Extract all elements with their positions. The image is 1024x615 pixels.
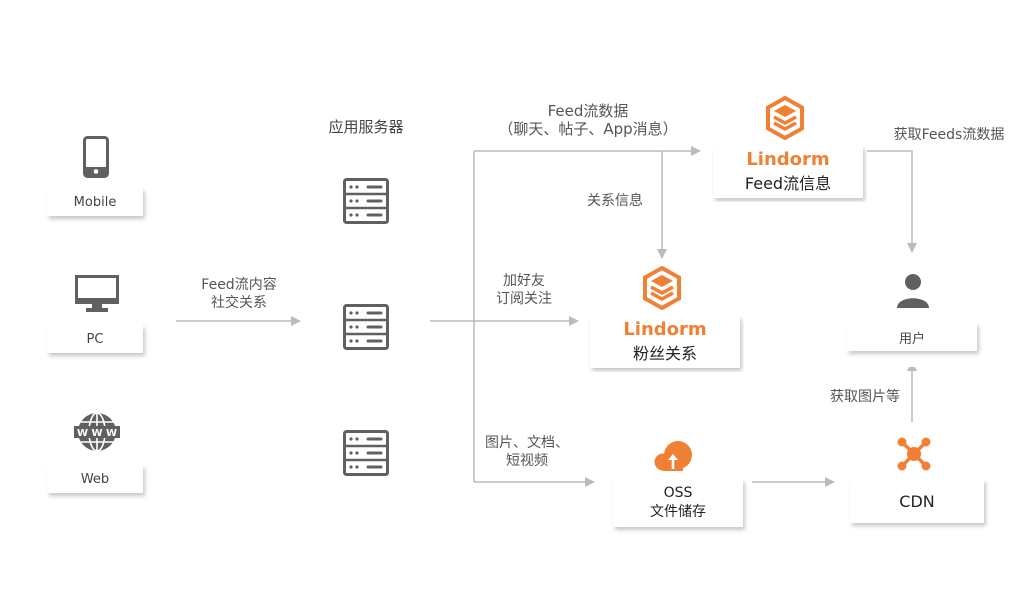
lindorm-brand-text: Lindorm [746,149,830,170]
lindorm-feed-label: Lindorm Feed流信息 [713,146,863,198]
edge-label-line: （聊天、帖子、App消息） [498,120,678,138]
lindorm-fans-text: 粉丝关系 [632,344,697,363]
client-label-text: PC [86,331,104,347]
client-label-pc: PC [47,325,143,353]
globe-www-icon: W W W [74,411,120,453]
lindorm-brand-text: Lindorm [623,319,707,340]
oss-node[interactable]: OSS 文件储存 [597,423,752,535]
edge-label-line: 短视频 [506,453,548,469]
edge-label-media: 图片、文档、 短视频 [480,434,574,470]
lindorm-feed-node[interactable]: Lindorm Feed流信息 [703,90,867,202]
oss-label-line: OSS [663,485,693,501]
lindorm-cube-icon [642,266,682,310]
client-label-web: Web [47,465,143,493]
cloud-upload-icon [653,439,695,473]
oss-label-line: 文件储存 [650,504,706,520]
client-label-mobile: Mobile [47,188,143,216]
server-rack-icon [343,430,389,476]
arrow-get-feeds [867,150,917,253]
cdn-label-text: CDN [899,491,935,511]
network-hub-icon [897,437,931,471]
user-label-text: 用户 [898,331,925,347]
edge-label-line: 社交关系 [211,295,267,311]
user-label: 用户 [847,323,977,351]
client-card-mobile[interactable]: Mobile [33,118,159,230]
server-rack-icon [343,304,389,350]
edge-label-get-feeds: 获取Feeds流数据 [893,127,1005,143]
monitor-icon [75,275,119,313]
user-node[interactable]: 用户 [835,255,991,367]
edge-label-line: Feed流数据 [547,102,629,120]
lindorm-fans-label: Lindorm 粉丝关系 [590,316,740,368]
edge-label-line: 加好友 [503,273,545,289]
lindorm-feed-text: Feed流信息 [744,174,832,193]
lindorm-cube-icon [765,96,805,140]
lindorm-fans-node[interactable]: Lindorm 粉丝关系 [580,260,744,372]
client-label-text: Web [80,471,110,487]
edge-label-add-friend: 加好友 订阅关注 [484,272,564,308]
client-label-text: Mobile [73,194,117,210]
edge-label-relation-info: 关系信息 [587,193,643,209]
server-rack-icon [343,178,389,224]
cdn-label: CDN [850,479,984,523]
edge-label-feed-data: Feed流数据 （聊天、帖子、App消息） [488,102,688,138]
client-card-pc[interactable]: PC [33,257,159,369]
mobile-phone-icon [83,136,109,178]
edge-label-line: 图片、文档、 [485,435,569,451]
app-server-title: 应用服务器 [328,118,404,136]
user-icon [895,273,931,309]
oss-label: OSS 文件储存 [613,479,743,527]
edge-label-get-images: 获取图片等 [830,389,900,405]
edge-label-line: Feed流内容 [201,277,277,293]
cdn-node[interactable]: CDN [836,423,991,535]
svg-text:W W W: W W W [77,428,117,439]
edge-label-client-to-server: Feed流内容 社交关系 [196,276,282,312]
edge-label-line: 订阅关注 [496,291,552,307]
client-card-web[interactable]: W W W Web [33,395,159,507]
app-server-panel[interactable]: 应用服务器 [303,90,429,536]
